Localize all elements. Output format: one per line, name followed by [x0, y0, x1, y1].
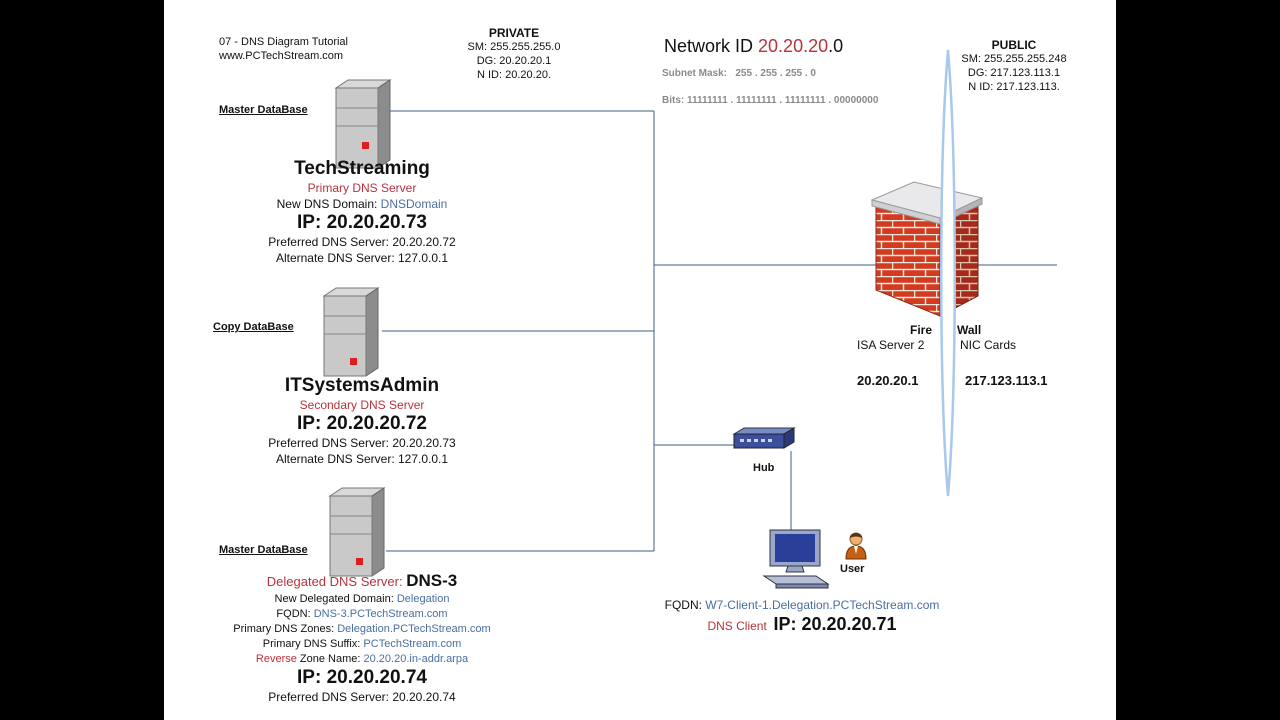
- server2-preferred: Preferred DNS Server: 20.20.20.73: [268, 436, 456, 450]
- server2-ip: IP: 20.20.20.72: [297, 413, 427, 434]
- public-dg: DG: 217.123.113.1: [967, 67, 1061, 79]
- public-block: PUBLIC SM: 255.255.255.248 DG: 217.123.1…: [944, 38, 1084, 94]
- private-heading: PRIVATE: [488, 26, 540, 40]
- private-sm: SM: 255.255.255.0: [467, 41, 561, 53]
- firewall-ip-private: 20.20.20.1: [857, 373, 919, 388]
- server3-title: Delegated DNS Server: DNS-3: [192, 571, 532, 592]
- public-nid: N ID: 217.123.113.: [968, 81, 1060, 93]
- client-role: DNS Client: [707, 619, 767, 633]
- server3-reverse-red: Reverse: [255, 653, 297, 665]
- server1-icon: [334, 79, 392, 169]
- server3-zones-value: Delegation.PCTechStream.com: [337, 623, 491, 635]
- server3-suffix-label: Primary DNS Suffix:: [262, 638, 364, 650]
- server3-preferred: Preferred DNS Server: 20.20.20.74: [268, 690, 456, 704]
- diagram-canvas: 07 - DNS Diagram Tutorial www.PCTechStre…: [164, 0, 1116, 720]
- server2-alternate: Alternate DNS Server: 127.0.0.1: [275, 452, 449, 466]
- server1-ip: IP: 20.20.20.73: [297, 212, 427, 233]
- subnet-mask: Subnet Mask: 255 . 255 . 255 . 0: [662, 67, 816, 81]
- firewall-label-left: Fire: [910, 323, 933, 337]
- server3-reverse-label: Zone Name:: [296, 653, 364, 665]
- server3-suffix: Primary DNS Suffix: PCTechStream.com: [192, 637, 532, 652]
- server1-domain-label: New DNS Domain:: [276, 197, 381, 211]
- subnet-mask-label: Subnet Mask:: [662, 68, 728, 79]
- tutorial-title: 07 - DNS Diagram Tutorial: [219, 36, 348, 48]
- server2-role: Secondary DNS Server: [299, 398, 425, 412]
- server1-domain: New DNS Domain: DNSDomain: [232, 196, 492, 212]
- hub-icon: [732, 427, 796, 449]
- client-ip-row: DNS Client IP: 20.20.20.71: [652, 613, 952, 637]
- server3-suffix-value: PCTechStream.com: [363, 638, 462, 650]
- server3-ip: IP: 20.20.20.74: [297, 667, 427, 688]
- isa-server-label: ISA Server 2: [857, 338, 925, 352]
- server1-domain-value: DNSDomain: [380, 197, 448, 211]
- server3-fqdn-label: FQDN:: [276, 608, 314, 620]
- client-fqdn-value: W7-Client-1.Delegation.PCTechStream.com: [705, 598, 940, 612]
- server1-alternate: Alternate DNS Server: 127.0.0.1: [275, 251, 449, 265]
- server3-name: DNS-3: [406, 571, 458, 590]
- server1-role: Primary DNS Server: [307, 181, 417, 195]
- private-nid: N ID: 20.20.20.: [477, 69, 551, 81]
- server1-db-label: Master DataBase: [219, 104, 308, 116]
- server3-zones-label: Primary DNS Zones:: [233, 623, 338, 635]
- server3-icon: [328, 487, 386, 577]
- client-fqdn: FQDN: W7-Client-1.Delegation.PCTechStrea…: [652, 597, 952, 613]
- network-links: [382, 110, 1057, 552]
- server3-fqdn-value: DNS-3.PCTechStream.com: [313, 608, 448, 620]
- subnet-bits: Bits: 11111111 . 11111111 . 11111111 . 0…: [662, 95, 879, 106]
- tutorial-url: www.PCTechStream.com: [219, 50, 344, 62]
- client-info: FQDN: W7-Client-1.Delegation.PCTechStrea…: [652, 597, 952, 637]
- server2-icon: [322, 287, 380, 377]
- hub-label: Hub: [753, 462, 775, 474]
- server3-deleg-label: New Delegated Domain:: [274, 593, 397, 605]
- server2-db-label: Copy DataBase: [213, 321, 294, 333]
- server3-deleg: New Delegated Domain: Delegation: [192, 592, 532, 607]
- user-label: User: [840, 563, 865, 575]
- nic-boundary: [940, 49, 956, 497]
- firewall-icon: [870, 181, 984, 317]
- network-id: Network ID 20.20.20.0: [664, 36, 843, 56]
- server3-deleg-value: Delegation: [396, 593, 450, 605]
- private-block: PRIVATE SM: 255.255.255.0 DG: 20.20.20.1…: [454, 26, 574, 82]
- server3-db-label: Master DataBase: [219, 544, 308, 556]
- client-computer-icon: [762, 529, 830, 589]
- private-dg: DG: 20.20.20.1: [476, 55, 552, 67]
- server3-reverse: Reverse Zone Name: 20.20.20.in-addr.arpa: [192, 652, 532, 667]
- network-id-red: 20.20.20: [758, 36, 829, 56]
- user-icon: [845, 532, 867, 560]
- server3-role: Delegated DNS Server:: [266, 574, 407, 589]
- nic-cards-label: NIC Cards: [960, 338, 1017, 352]
- public-heading: PUBLIC: [991, 38, 1037, 52]
- server3-reverse-value: 20.20.20.in-addr.arpa: [363, 653, 469, 665]
- server3-info: Delegated DNS Server: DNS-3 New Delegate…: [192, 571, 532, 705]
- network-id-label: Network ID: [664, 36, 759, 56]
- server1-name: TechStreaming: [294, 158, 430, 179]
- server3-fqdn: FQDN: DNS-3.PCTechStream.com: [192, 607, 532, 622]
- firewall-label-right: Wall: [957, 323, 982, 337]
- subnet-mask-value: 255 . 255 . 255 . 0: [735, 68, 816, 79]
- network-id-suffix: .0: [828, 36, 844, 56]
- server2-name: ITSystemsAdmin: [284, 375, 440, 396]
- server2-info: ITSystemsAdmin Secondary DNS Server IP: …: [222, 375, 502, 467]
- firewall-ip-public: 217.123.113.1: [965, 373, 1048, 388]
- server1-info: TechStreaming Primary DNS Server New DNS…: [232, 158, 492, 266]
- server3-zones: Primary DNS Zones: Delegation.PCTechStre…: [192, 622, 532, 637]
- client-fqdn-label: FQDN:: [664, 598, 706, 612]
- server1-preferred: Preferred DNS Server: 20.20.20.72: [268, 235, 456, 249]
- client-ip: IP: 20.20.20.71: [773, 614, 897, 634]
- public-sm: SM: 255.255.255.248: [961, 53, 1067, 65]
